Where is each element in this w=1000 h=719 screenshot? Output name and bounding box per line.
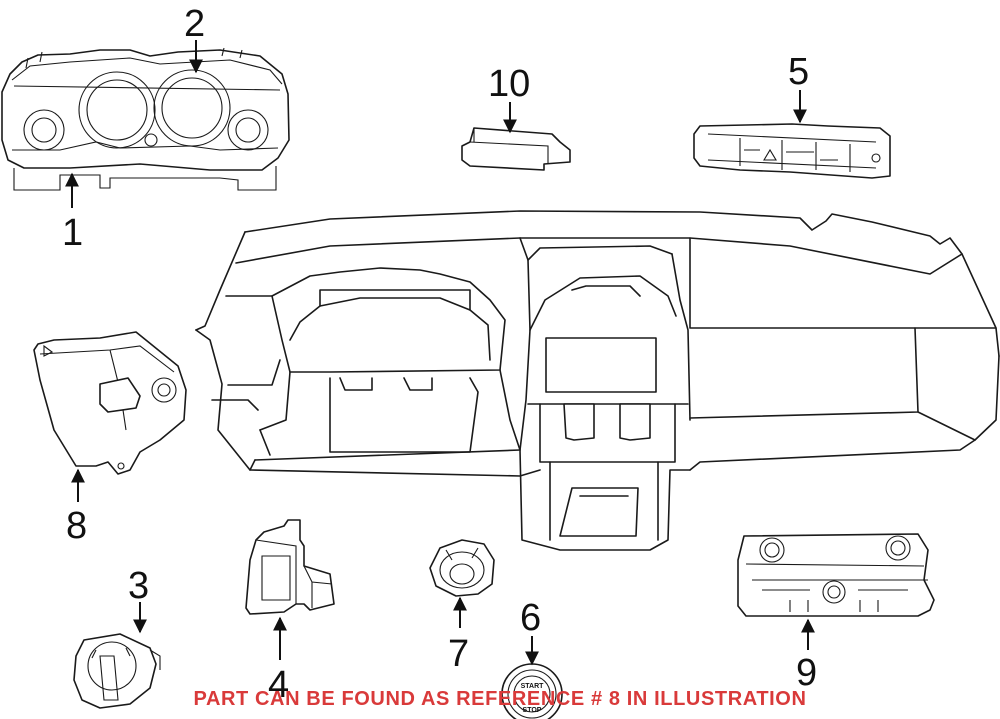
- callout-2: 2: [184, 3, 205, 45]
- callout-4: 4: [268, 664, 289, 706]
- relay-4-drawing: [245, 519, 335, 615]
- headlamp-switch-3-drawing: [73, 633, 161, 709]
- callout-numbers: 1 2 3 4 5 6 7 8 9 10: [62, 3, 817, 706]
- callout-6: 6: [520, 597, 541, 639]
- callout-7: 7: [448, 633, 469, 675]
- control-module-8-drawing: [33, 331, 187, 475]
- callout-3: 3: [128, 565, 149, 607]
- reference-notice: PART CAN BE FOUND AS REFERENCE # 8 IN IL…: [193, 688, 807, 710]
- bezel-7-drawing: [429, 539, 495, 597]
- callout-1: 1: [62, 212, 83, 254]
- instrument-cluster-drawing: [1, 47, 290, 191]
- stop-label: STOP: [523, 707, 542, 714]
- callout-10: 10: [488, 63, 530, 105]
- callout-8: 8: [66, 505, 87, 547]
- callout-9: 9: [796, 652, 817, 694]
- callout-arrows: [65, 40, 815, 666]
- switch-bank-5-drawing: [693, 123, 891, 179]
- callout-5: 5: [788, 51, 809, 93]
- module-10-drawing: [461, 127, 571, 171]
- hvac-control-9-drawing: [737, 533, 935, 617]
- start-label: START: [521, 683, 545, 690]
- instrument-panel-drawing: [195, 210, 1000, 551]
